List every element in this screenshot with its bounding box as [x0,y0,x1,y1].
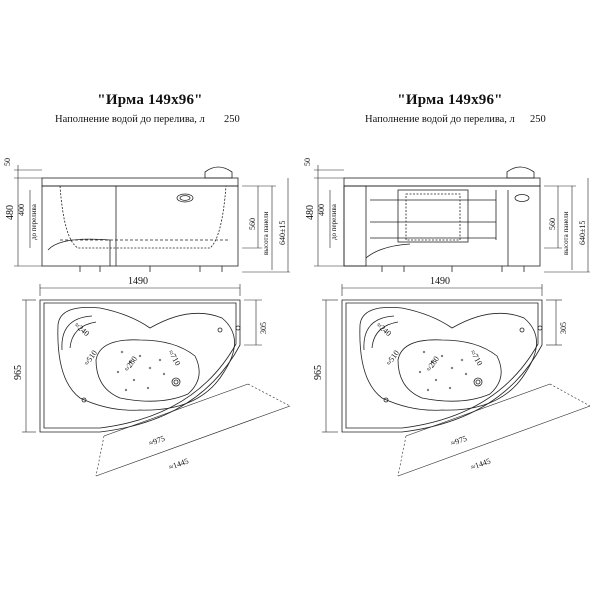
dim-width: 965 [313,365,324,380]
bathtub-top-view [39,299,241,433]
dim-total-height: 480 [305,205,316,220]
label-panel-height: высота панели [562,211,570,255]
fill-volume-value: 250 [530,114,546,125]
dim-panel-height: 640±15 [578,221,587,245]
label-overflow: до перелива [30,203,38,240]
top-dimension-lines [22,284,291,477]
fill-volume-label: Наполнение водой до перелива, л [365,114,515,125]
dim-width: 965 [13,365,24,380]
side-dimension-lines [314,165,590,273]
dim-head-width: 305 [259,322,268,334]
side-dimension-lines [14,165,290,273]
technical-drawing: 50 480 400 до перелива 560 высота панели… [3,158,291,477]
dim-240: ≈240 [375,321,393,338]
dim-panel-height: 640±15 [278,221,287,245]
dim-basin-depth: 560 [248,218,257,230]
label-panel-height: высота панели [262,211,270,255]
dim-rim: 50 [303,158,312,166]
dim-diag-inner: ≈975 [148,434,166,448]
dim-280: ≈280 [122,355,139,374]
dim-280: ≈280 [424,355,441,374]
dim-overflow-height: 400 [317,204,326,216]
bathtub-side-view [41,166,239,272]
dim-diag-inner: ≈975 [450,434,468,448]
dim-total-height: 480 [5,205,16,220]
label-overflow: до перелива [330,203,338,240]
hydromassage-jets [116,350,166,392]
panel-left: "Ирма 149x96" Наполнение водой до перели… [3,92,291,477]
dim-diag-outer: ≈1445 [168,456,190,471]
dim-rim: 50 [3,158,12,166]
dim-overflow-height: 400 [17,204,26,216]
dim-basin-depth: 560 [548,218,557,230]
dim-diag-outer: ≈1445 [470,456,492,471]
top-dimension-lines [322,284,591,477]
technical-drawing: 50 480 400 до перелива 560 высота панели… [303,158,591,477]
bathtub-top-view [341,299,543,433]
model-title: "Ирма 149x96" [397,92,503,108]
panel-right: "Ирма 149x96" Наполнение водой до перели… [300,0,600,600]
dim-710: ≈710 [468,349,484,368]
model-title: "Ирма 149x96" [97,92,203,108]
dim-length: 1490 [430,276,450,287]
dim-head-width: 305 [559,322,568,334]
bathtub-side-view-with-frame [343,166,541,272]
hydromassage-jets [418,350,468,392]
fill-volume-label: Наполнение водой до перелива, л [55,114,205,125]
fill-volume-value: 250 [224,114,240,125]
dim-length: 1490 [128,276,148,287]
dim-240: ≈240 [73,321,91,338]
dim-710: ≈710 [166,349,182,368]
